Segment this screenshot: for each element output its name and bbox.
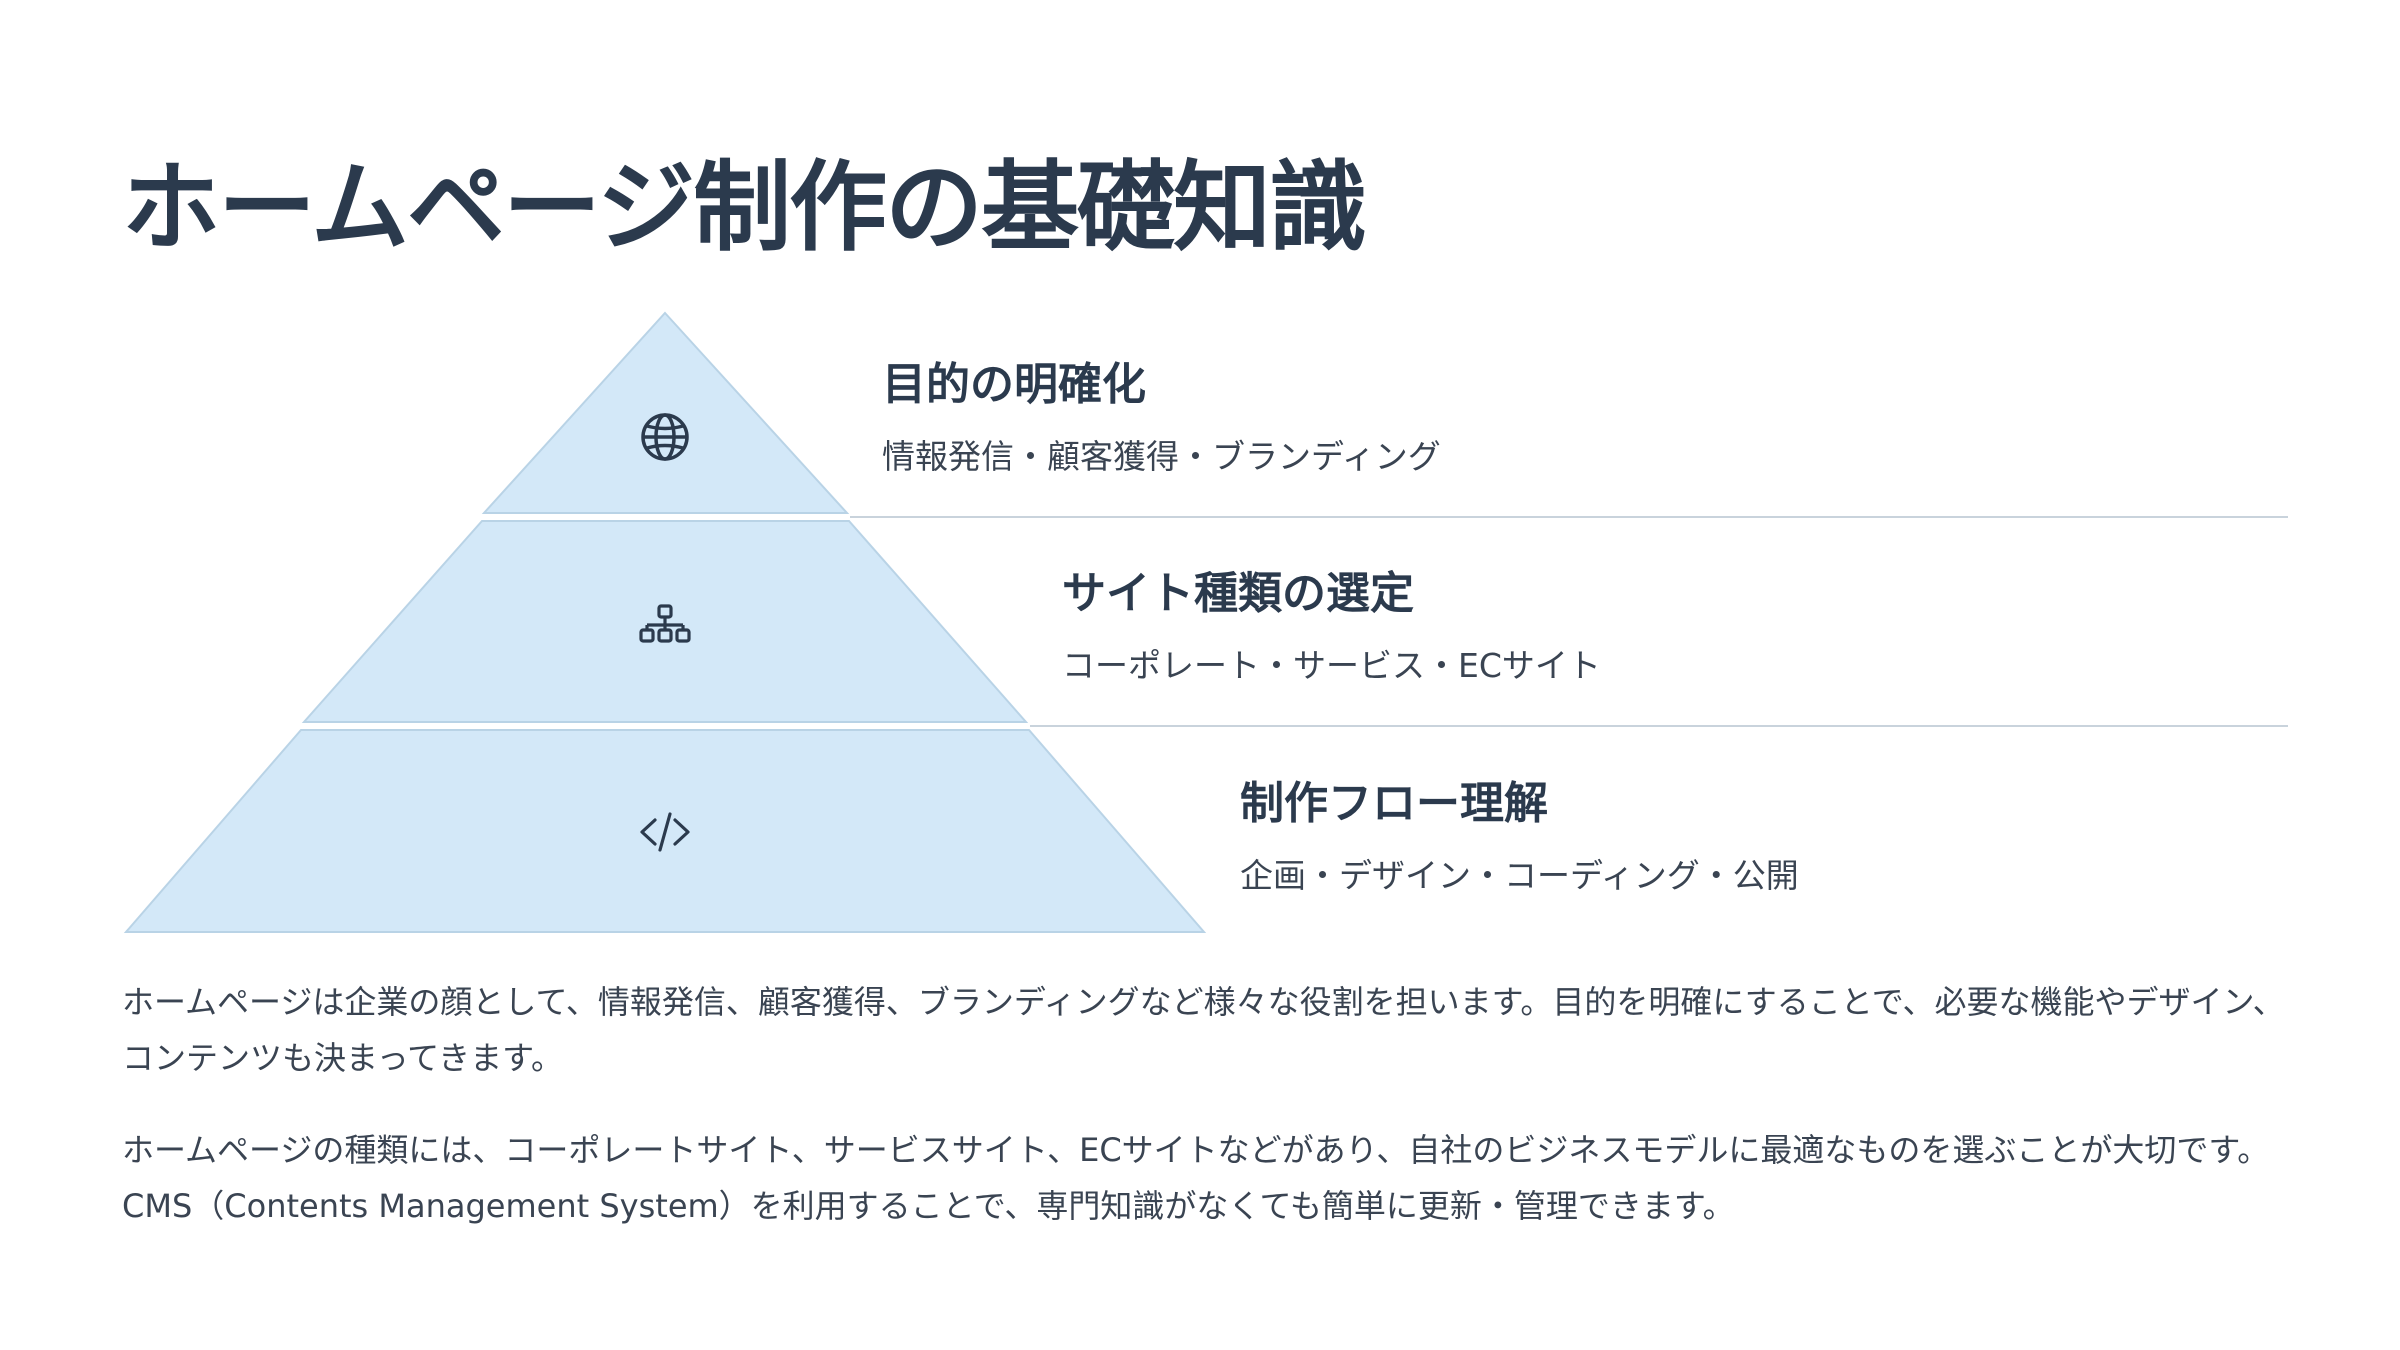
code-icon [640,812,690,852]
page-title: ホームページ制作の基礎知識 [122,151,1367,265]
layer-title-flow: 制作フロー理解 [1240,778,1548,829]
body-paragraph-1: ホームページは企業の顔として、情報発信、顧客獲得、ブランディングなど様々な役割を… [122,983,2285,1077]
layer-desc-purpose: 情報発信・顧客獲得・ブランディング [882,437,1441,476]
sitemap-icon [639,604,691,643]
layer-desc-site-type: コーポレート・サービス・ECサイト [1062,646,1601,685]
pyramid-diagram [123,311,2288,933]
pyramid-layer-top [481,311,850,514]
layer-title-site-type: サイト種類の選定 [1062,568,1414,619]
globe-icon [641,413,689,461]
layer-title-purpose: 目的の明確化 [882,359,1146,410]
body-paragraph-2: ホームページの種類には、コーポレートサイト、サービスサイト、ECサイトなどがあり… [122,1131,2270,1225]
layer-desc-flow: 企画・デザイン・コーディング・公開 [1240,856,1799,895]
